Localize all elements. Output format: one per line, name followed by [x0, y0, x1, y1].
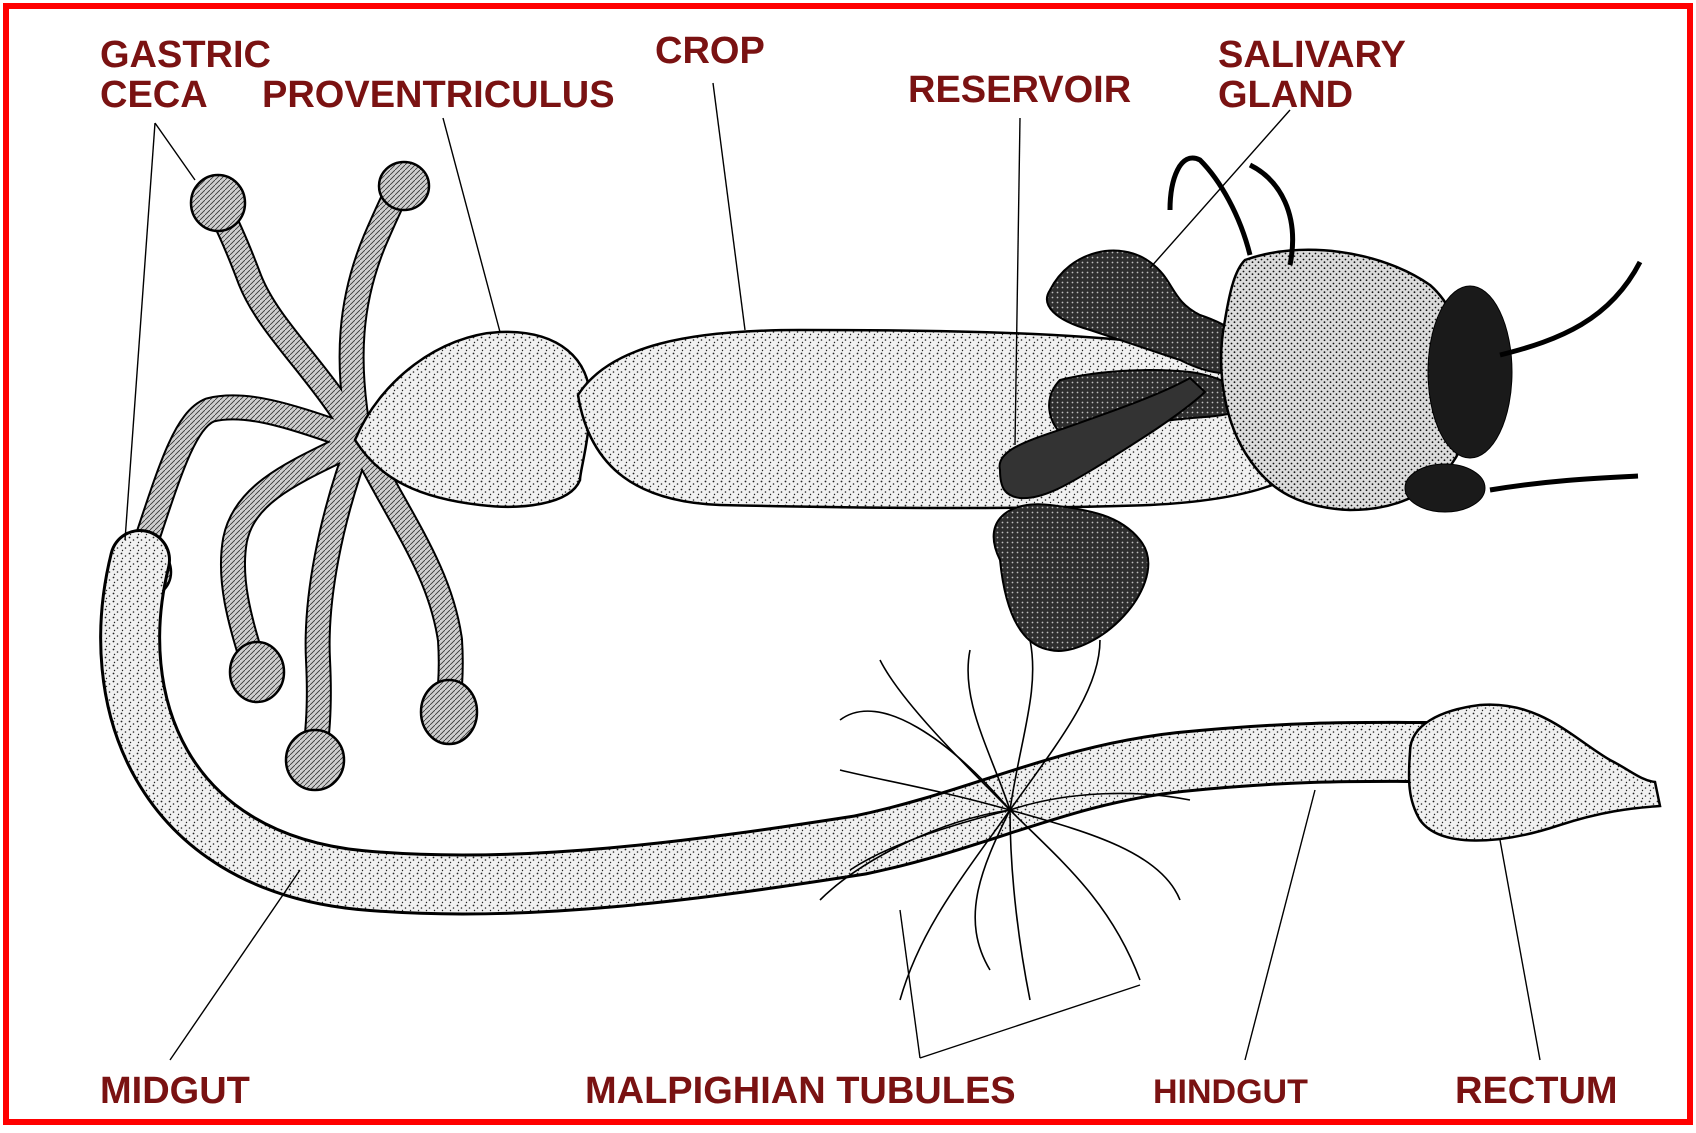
label-salivary-gland-line1: SALIVARY: [1218, 34, 1406, 76]
label-crop: CROP: [655, 30, 765, 72]
rectum: [1409, 705, 1660, 841]
label-rectum: RECTUM: [1455, 1070, 1618, 1112]
label-hindgut: HINDGUT: [1153, 1073, 1308, 1111]
label-midgut: MIDGUT: [100, 1070, 250, 1112]
label-proventriculus: PROVENTRICULUS: [262, 74, 615, 116]
label-gastric-ceca-line2: CECA: [100, 74, 208, 116]
label-malpighian-tubules: MALPIGHIAN TUBULES: [585, 1070, 1016, 1112]
label-gastric-ceca-line1: GASTRIC: [100, 34, 271, 76]
label-salivary-gland-line2: GLAND: [1218, 74, 1353, 116]
label-reservoir: RESERVOIR: [908, 69, 1131, 111]
